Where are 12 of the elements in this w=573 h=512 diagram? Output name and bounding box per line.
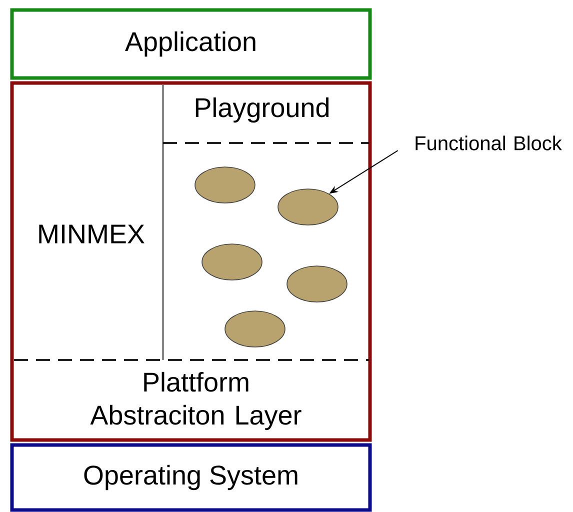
layer-label: Playground	[196, 97, 329, 123]
functional-block-ellipse	[278, 188, 338, 226]
layer-label: MINMEX	[39, 224, 144, 244]
layer-box	[10, 81, 372, 442]
layer-label: Plattform Abstraciton Layer	[90, 372, 302, 430]
functional-block-ellipse	[286, 266, 348, 302]
functional-block-ellipse	[224, 310, 286, 348]
functional-block-ellipse	[194, 166, 256, 204]
callout-label: Functional Block	[416, 136, 562, 150]
layer-box: Application	[10, 8, 372, 80]
layer-box: Operating System	[10, 443, 372, 512]
functional-block-ellipse	[202, 244, 262, 280]
